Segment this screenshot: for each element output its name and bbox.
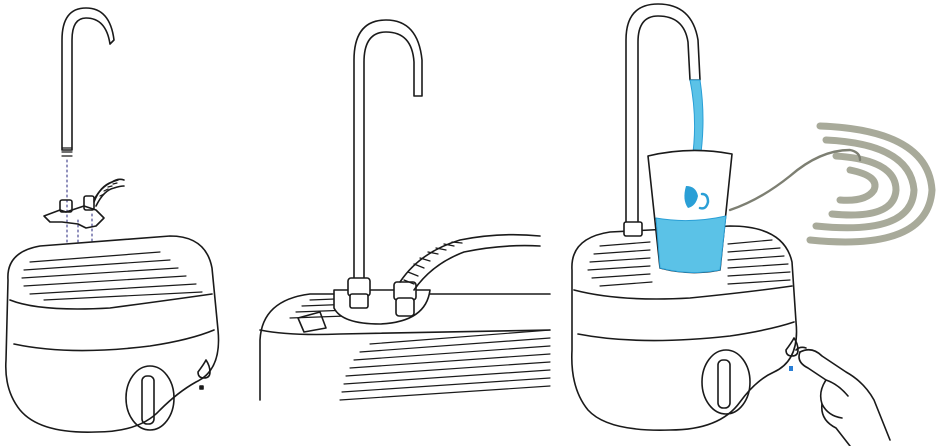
dispenser-icon bbox=[571, 225, 799, 431]
drop-button-icon[interactable] bbox=[785, 337, 799, 357]
sensor-cord bbox=[728, 148, 862, 212]
signal-waves-icon bbox=[806, 122, 936, 246]
install-step-3-panel bbox=[560, 0, 940, 446]
cup-icon bbox=[647, 149, 733, 274]
install-step-2-panel bbox=[250, 0, 560, 446]
hand-icon bbox=[795, 346, 891, 446]
install-step-2-drawing bbox=[259, 19, 551, 401]
faucet-icon bbox=[347, 19, 423, 309]
faucet-icon bbox=[61, 7, 115, 157]
hose-icon bbox=[393, 233, 541, 317]
hose-icon bbox=[93, 178, 125, 207]
install-step-1-drawing bbox=[4, 7, 220, 433]
install-step-3-drawing bbox=[571, 3, 936, 446]
install-step-1-panel bbox=[0, 0, 250, 446]
diverter-icon bbox=[43, 179, 119, 229]
status-indicator bbox=[789, 366, 793, 371]
dispenser-icon bbox=[4, 235, 220, 433]
